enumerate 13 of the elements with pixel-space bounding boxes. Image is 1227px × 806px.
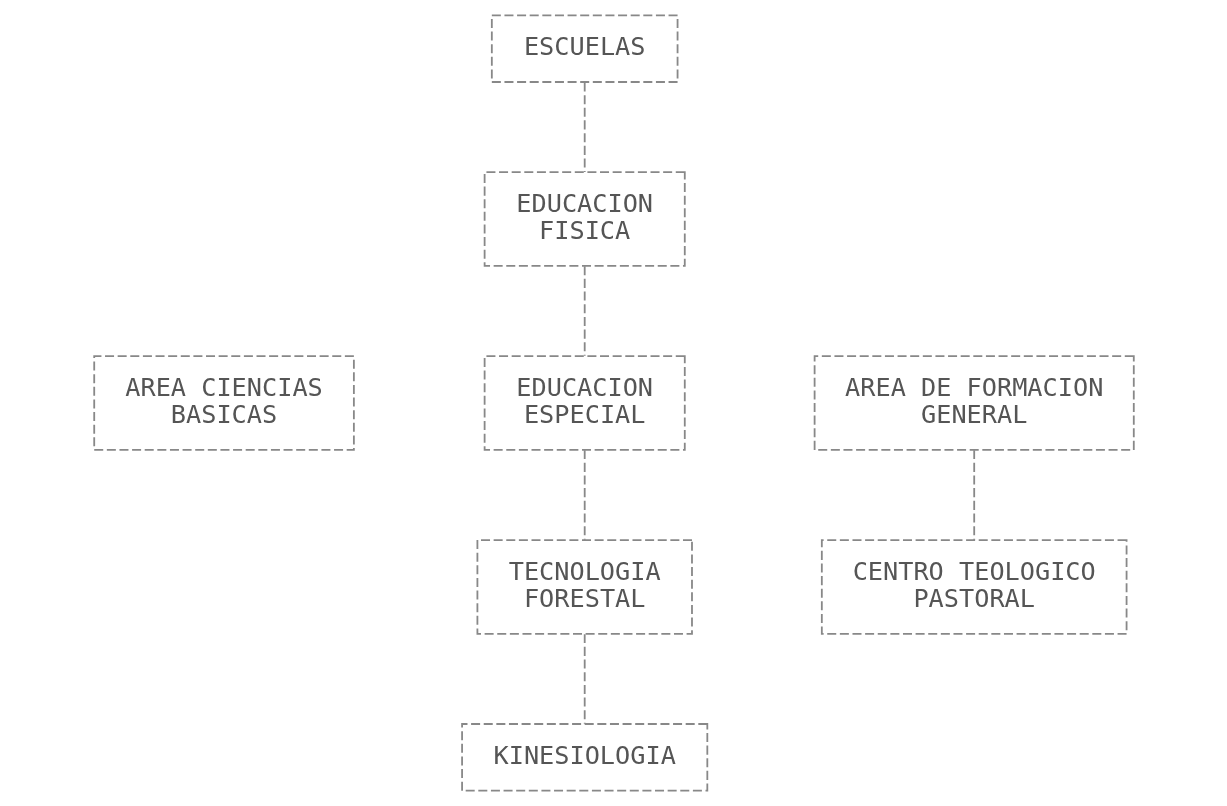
node-box: TECNOLOGIA FORESTAL [476, 539, 693, 635]
node-box: EDUCACION FISICA [483, 171, 686, 267]
connector [972, 449, 975, 541]
node-box: AREA DE FORMACION GENERAL [813, 355, 1135, 451]
connector [583, 265, 586, 357]
node-box: CENTRO TEOLOGICO PASTORAL [820, 539, 1127, 635]
node-box: AREA CIENCIAS BASICAS [92, 355, 355, 451]
connector [583, 81, 586, 173]
node-box: EDUCACION ESPECIAL [483, 355, 686, 451]
node-box: ESCUELAS [490, 14, 678, 83]
node-box: KINESIOLOGIA [460, 723, 708, 792]
connector [583, 633, 586, 725]
connector [583, 449, 586, 541]
